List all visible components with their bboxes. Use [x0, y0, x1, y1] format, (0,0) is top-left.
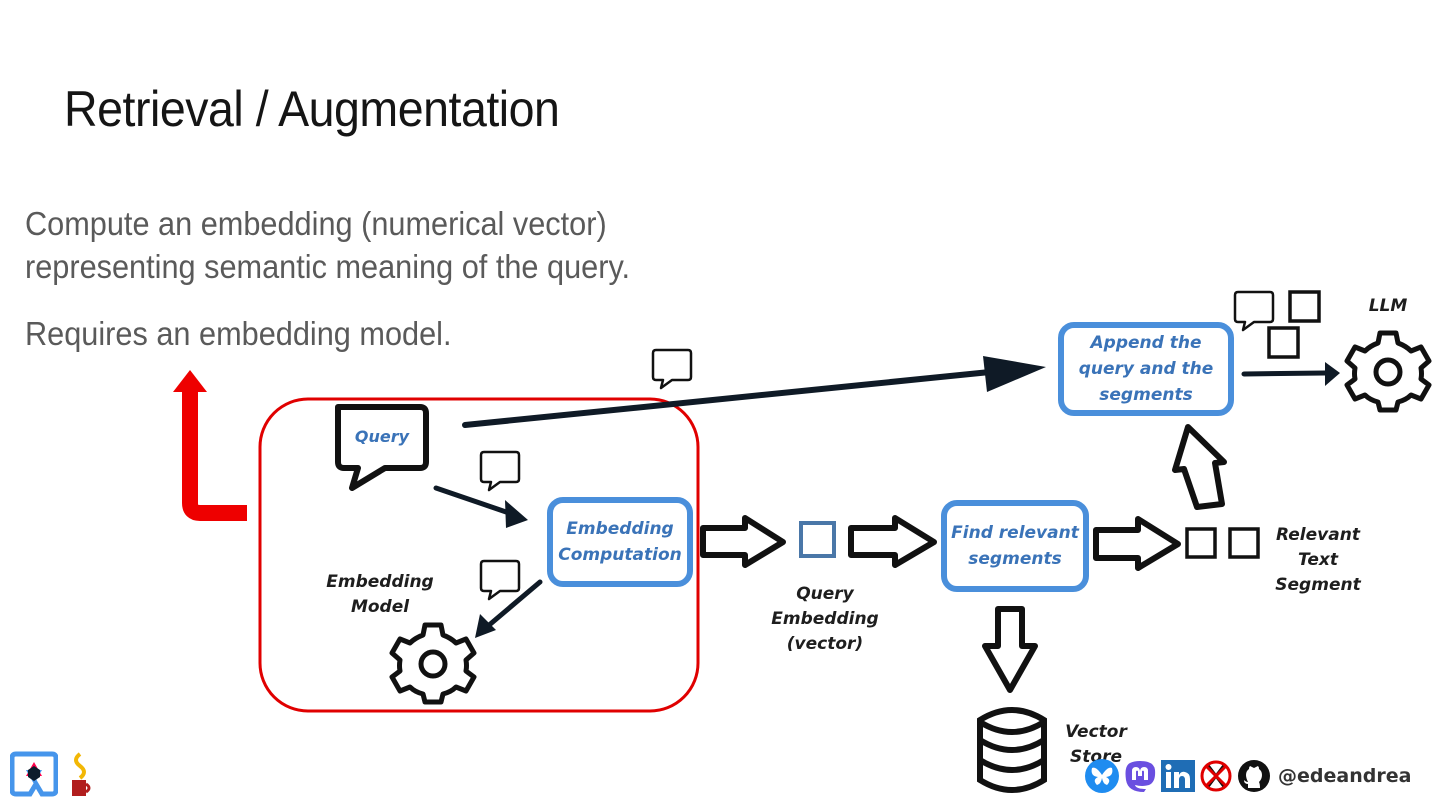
x-crossed-icon[interactable] — [1198, 758, 1234, 794]
embedding-model-gear-icon — [389, 622, 477, 705]
social-footer: @edeandrea — [1084, 758, 1411, 794]
append-query-segments-box: Append the query and the segments — [1058, 322, 1234, 416]
arrow-query-to-append — [462, 356, 1046, 428]
java-cup-logo-icon — [72, 752, 91, 796]
arrow-vector-to-find — [848, 515, 937, 568]
llm-label: LLM — [1368, 296, 1408, 316]
arrow-computation-to-model — [475, 579, 543, 638]
description-paragraph: Compute an embedding (numerical vector) … — [25, 205, 631, 285]
relevant-text-segment-label: Relevant Text Segment — [1275, 525, 1361, 595]
arrow-find-to-segments — [1093, 516, 1181, 571]
segment-square-icon — [1288, 290, 1321, 323]
bluesky-icon[interactable] — [1084, 758, 1120, 794]
vector-store-database-icon — [977, 707, 1047, 793]
arrow-find-to-store — [982, 606, 1038, 693]
embedding-model-label: Embedding Model — [326, 572, 434, 617]
quarkus-logo-icon — [10, 751, 58, 797]
message-icon — [479, 450, 521, 492]
requirement-paragraph: Requires an embedding model. — [25, 315, 452, 352]
red-up-arrow — [173, 370, 247, 521]
conference-logos — [10, 750, 96, 798]
segment-square-icon — [1267, 326, 1300, 359]
query-embedding-label: Query Embedding (vector) — [771, 584, 879, 654]
author-handle[interactable]: @edeandrea — [1278, 765, 1412, 787]
slide-title: Retrieval / Augmentation — [64, 81, 560, 137]
query-label: Query — [354, 427, 410, 446]
message-icon — [1233, 290, 1275, 332]
mastodon-icon[interactable] — [1122, 758, 1158, 794]
highlight-box — [258, 397, 700, 713]
arrow-computation-to-vector — [700, 515, 786, 568]
query-bubble-icon — [335, 404, 429, 491]
segment-square-icon — [1185, 527, 1217, 559]
vector-square-icon — [799, 521, 836, 558]
linkedin-icon[interactable] — [1160, 758, 1196, 794]
llm-gear-icon — [1344, 330, 1432, 413]
arrow-segments-to-append — [1172, 424, 1227, 510]
embedding-computation-box: Embedding Computation — [547, 497, 693, 587]
segment-square-icon — [1228, 527, 1260, 559]
message-icon — [479, 559, 521, 601]
message-icon — [651, 348, 693, 390]
github-icon[interactable] — [1236, 758, 1272, 794]
arrow-query-to-computation — [433, 485, 528, 528]
find-relevant-segments-box: Find relevant segments — [941, 500, 1089, 592]
arrow-append-to-llm — [1241, 362, 1340, 386]
